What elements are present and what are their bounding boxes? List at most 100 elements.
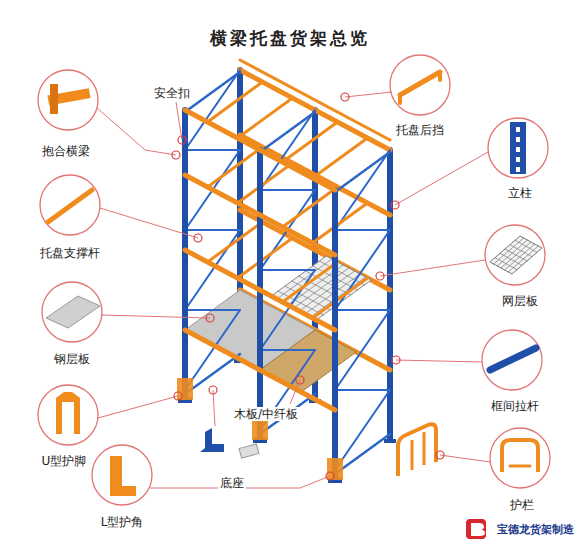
frame-brace: [335, 389, 390, 391]
frame-brace: [335, 230, 390, 310]
upright: [182, 110, 188, 400]
leader-dot: [376, 272, 384, 280]
part-label: 钢层板: [54, 352, 90, 366]
part-label: 网层板: [502, 294, 538, 308]
frame-brace: [335, 434, 390, 474]
beam: [185, 175, 335, 255]
leader-dot: [341, 93, 349, 101]
back-stop-icon: [400, 72, 440, 95]
pallet-support-bar: [283, 187, 338, 227]
callout-circle: [488, 118, 548, 178]
back-stop-icon: [438, 72, 442, 80]
tie-icon: [490, 348, 536, 370]
guard-rail: [398, 424, 436, 476]
callout-circle: [40, 175, 100, 235]
frame-brace: [185, 149, 240, 151]
upright-icon: [516, 137, 520, 142]
callout-circle: [38, 385, 98, 445]
frame-brace: [260, 189, 315, 191]
pallet-support-bar: [238, 163, 293, 203]
leader-line: [440, 455, 490, 462]
mesh-icon: [510, 245, 532, 257]
pallet-back-stop: [240, 60, 390, 140]
pallet-support-bar: [283, 262, 338, 302]
part-label: L型护角: [101, 515, 144, 529]
base-plate-icon: [239, 444, 259, 458]
leader-line: [100, 208, 198, 238]
upright-guard: [252, 418, 268, 440]
l-guard-icon: [110, 456, 136, 496]
pallet-support-bar: [208, 147, 263, 187]
mesh-icon: [490, 236, 542, 274]
callout-circle: [42, 282, 102, 342]
part-label: 立柱: [508, 186, 532, 200]
upright-icon: [516, 127, 520, 132]
callout-circle: [92, 445, 152, 505]
pallet-support-bar: [238, 98, 293, 138]
frame-brace: [185, 229, 240, 231]
logo-mark: [466, 519, 486, 539]
pallet-support-bar: [238, 238, 293, 278]
frame-brace: [335, 309, 390, 311]
frame-brace: [185, 354, 240, 394]
callout-circle: [38, 70, 98, 130]
leader-line: [176, 102, 182, 140]
frame-brace: [185, 309, 240, 311]
callout-circle: [482, 330, 542, 390]
logo-mark: [471, 523, 485, 536]
leader-dot: [326, 472, 334, 480]
frame-brace: [185, 70, 240, 150]
pallet-support-bar: [208, 222, 263, 262]
steel-deck-icon: [46, 296, 100, 328]
frame-brace: [185, 230, 240, 310]
leader-line: [345, 92, 392, 97]
upright: [332, 190, 338, 480]
part-label: 木板/中纤板: [232, 407, 300, 421]
part-label: 底座: [218, 476, 246, 490]
leader-dot: [172, 151, 180, 159]
mesh-icon: [515, 240, 537, 252]
leader-dot: [392, 356, 400, 364]
pallet-support-bar: [313, 203, 368, 243]
frame-brace: [335, 152, 390, 192]
frame-brace: [335, 390, 390, 470]
mesh-icon: [497, 240, 527, 266]
back-stop-icon: [398, 95, 402, 103]
upright-guard: [177, 378, 193, 400]
leader-dot: [174, 392, 182, 400]
leader-line: [396, 360, 482, 362]
frame-brace: [260, 270, 315, 350]
upright-icon: [516, 157, 520, 162]
frame-brace: [260, 349, 315, 351]
callout-circle: [390, 55, 450, 115]
frame-brace: [185, 310, 240, 390]
leader-line: [98, 396, 178, 418]
part-label: 抱合横梁: [42, 144, 90, 158]
beam: [185, 110, 335, 190]
pallet-support-bar: [283, 122, 338, 162]
frame-brace: [260, 269, 315, 271]
guard-rail-icon: [502, 440, 538, 472]
wire-mesh-deck: [319, 261, 364, 285]
leader-line: [102, 315, 210, 318]
part-label: 框间拉杆: [491, 399, 539, 413]
leader-dot: [178, 136, 186, 144]
callout-circle: [485, 225, 545, 285]
diagram-title: 横梁托盘货架总览: [210, 28, 370, 48]
guard-rail: [412, 432, 424, 470]
upright-icon: [516, 167, 520, 172]
pallet-support-bar: [313, 138, 368, 178]
part-label: 安全扣: [154, 86, 190, 100]
leader-line: [97, 108, 176, 155]
leader-dot: [436, 451, 444, 459]
guard-rail-icon: [510, 465, 530, 468]
part-label: U型护脚: [42, 454, 87, 468]
leader-line: [395, 152, 488, 205]
frame-brace: [335, 229, 390, 231]
base-icon: [200, 428, 224, 452]
frame-brace: [260, 110, 315, 190]
leader-line: [380, 260, 485, 276]
support-bar-icon: [48, 190, 92, 222]
